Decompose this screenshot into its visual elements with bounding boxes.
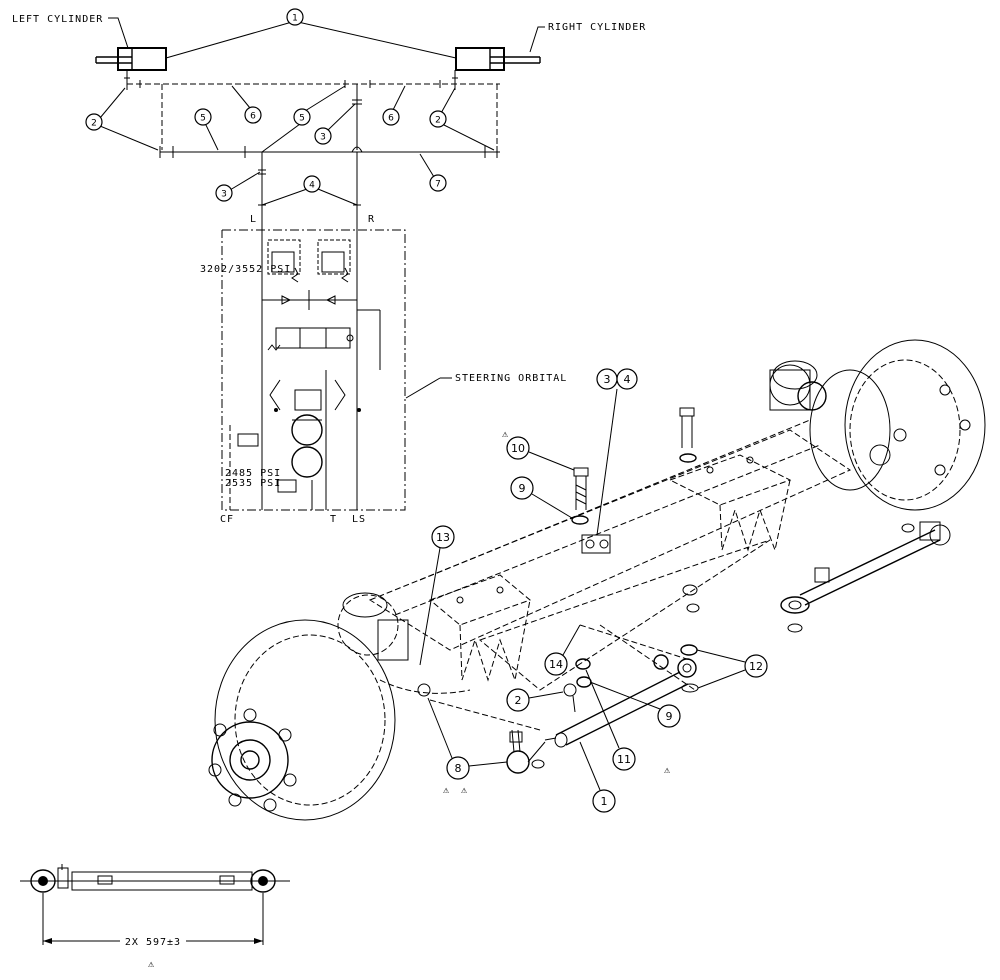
label-relief-pressure: 3202/3552 PSI bbox=[200, 264, 291, 275]
callout-a9a-text: 9 bbox=[519, 482, 526, 495]
warning-symbol-a8-left: ⚠ bbox=[443, 785, 450, 796]
callout-a3-text: 3 bbox=[604, 373, 611, 386]
left-cylinder-symbol bbox=[95, 47, 167, 71]
port-label-r: R bbox=[368, 214, 375, 225]
port-label-cf: CF bbox=[220, 514, 234, 525]
warning-symbol-dimension: ⚠ bbox=[148, 959, 155, 970]
warning-symbol-a10: ⚠ bbox=[502, 429, 509, 440]
warning-symbol-a11: ⚠ bbox=[664, 765, 671, 776]
axle-assembly bbox=[208, 339, 986, 821]
callout-a2-text: 2 bbox=[515, 694, 522, 707]
callout-a12-text: 13 bbox=[436, 531, 450, 544]
callout-4-text: 5 bbox=[299, 114, 305, 124]
callout-5a-text: 5 bbox=[200, 114, 206, 124]
callout-a13-text: 12 bbox=[749, 660, 763, 673]
label-right-cylinder: RIGHT CYLINDER bbox=[548, 22, 646, 33]
callout-2a-text: 2 bbox=[91, 119, 97, 129]
callout-7-text: 4 bbox=[309, 181, 315, 191]
label-pressure-2485: 2485 PSI bbox=[225, 468, 281, 479]
dimension-detail: 2X 597±3 ⚠ bbox=[20, 864, 290, 970]
callout-a1-text: 1 bbox=[601, 795, 608, 808]
orbital-boundary bbox=[221, 229, 406, 511]
callout-3b-text: 3 bbox=[221, 190, 227, 200]
dimension-text: 2X 597±3 bbox=[125, 937, 181, 948]
label-steering-orbital: STEERING ORBITAL bbox=[455, 373, 567, 384]
callout-5b-text: 6 bbox=[388, 114, 394, 124]
port-label-ls: LS bbox=[352, 514, 366, 525]
warning-symbol-a8-right: ⚠ bbox=[461, 785, 468, 796]
callout-a9b-text: 9 bbox=[666, 710, 673, 723]
callout-6a-text: 6 bbox=[250, 112, 256, 122]
callout-a14-text: 14 bbox=[549, 658, 563, 671]
callout-a4-text: 4 bbox=[624, 373, 631, 386]
callout-a8-text: 8 bbox=[455, 762, 462, 775]
callout-a10-text: 10 bbox=[511, 442, 525, 455]
port-label-t: T bbox=[330, 514, 337, 525]
label-pressure-2535: 2535 PSI bbox=[225, 478, 281, 489]
hydraulic-schematic: LEFT CYLINDER RIGHT CYLINDER 1 bbox=[12, 8, 646, 525]
label-left-cylinder: LEFT CYLINDER bbox=[12, 14, 103, 25]
callout-3a-text: 3 bbox=[320, 133, 326, 143]
callout-1-circle bbox=[286, 8, 304, 26]
leader-left-cylinder bbox=[108, 17, 129, 49]
right-cylinder-symbol bbox=[455, 47, 541, 71]
callout-a11-text: 11 bbox=[617, 753, 631, 766]
callout-1-text: 1 bbox=[292, 14, 298, 24]
leader-right-cylinder bbox=[529, 26, 545, 53]
assembly-callouts: 10 ⚠ 9 3 4 13 14 2 9 12 11 bbox=[419, 368, 768, 813]
callout-6b-text: 7 bbox=[435, 180, 441, 190]
port-label-l: L bbox=[250, 214, 257, 225]
callout-2b-text: 2 bbox=[435, 116, 441, 126]
